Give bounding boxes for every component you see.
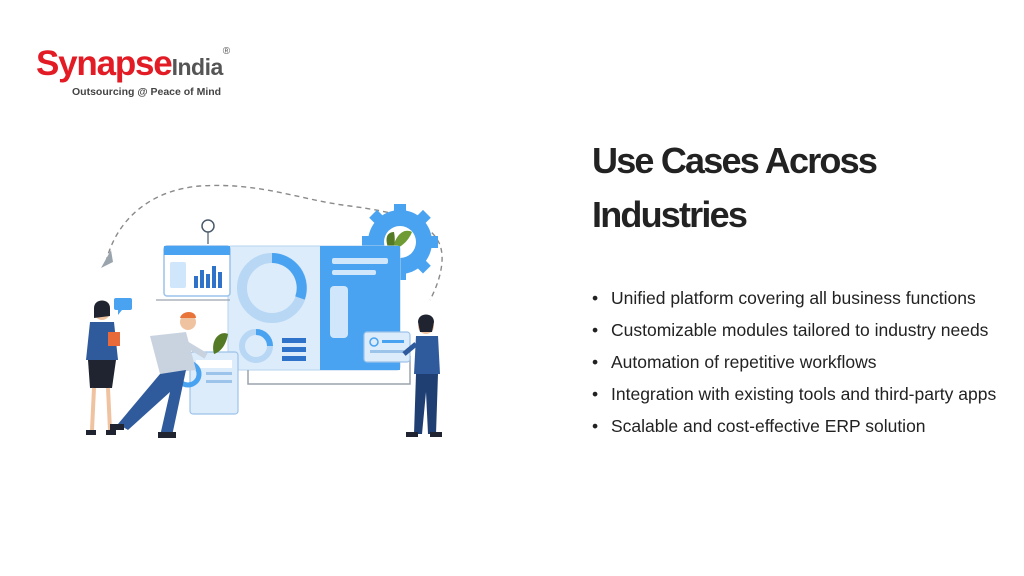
logo-name-secondary: India xyxy=(171,54,224,80)
legend-bar xyxy=(282,338,306,343)
logo-tagline: Outsourcing @ Peace of Mind xyxy=(72,86,222,98)
arrow-head-icon xyxy=(101,250,113,268)
use-case-item: Integration with existing tools and thir… xyxy=(590,378,1010,410)
legend-bar xyxy=(282,347,306,352)
info-card-icon xyxy=(363,331,411,363)
use-case-item: Scalable and cost-effective ERP solution xyxy=(590,410,1010,442)
use-case-item: Automation of repetitive workflows xyxy=(590,346,1010,378)
bar-chart-window-icon xyxy=(163,245,231,297)
use-case-item: Unified platform covering all business f… xyxy=(590,282,1010,314)
company-logo: SynapseIndia® Outsourcing @ Peace of Min… xyxy=(36,46,256,102)
chat-bubble-icon xyxy=(114,298,132,315)
dashboard-text-line xyxy=(332,270,376,275)
use-case-list: Unified platform covering all business f… xyxy=(590,282,1010,442)
node-circle xyxy=(201,219,215,233)
slide-title: Use Cases Across Industries xyxy=(592,140,878,235)
frame-outline xyxy=(247,356,411,385)
logo-name-primary: Synapse xyxy=(36,44,173,83)
woman-with-tablet-figure xyxy=(86,300,120,435)
small-donut-icon xyxy=(239,329,273,363)
donut-chart-icon xyxy=(237,253,307,323)
logo-registered-mark: ® xyxy=(222,46,231,57)
team-dashboard-illustration xyxy=(86,184,443,438)
use-case-item: Customizable modules tailored to industr… xyxy=(590,314,1010,346)
dashboard-text-line xyxy=(332,258,388,264)
legend-bar xyxy=(282,356,306,361)
dashboard-block xyxy=(330,286,348,338)
woman-pointing-figure xyxy=(402,314,442,437)
man-pushing-card-figure xyxy=(110,312,208,438)
logo-wordmark: SynapseIndia® xyxy=(36,46,230,81)
leaf-plant-icon xyxy=(213,333,228,354)
